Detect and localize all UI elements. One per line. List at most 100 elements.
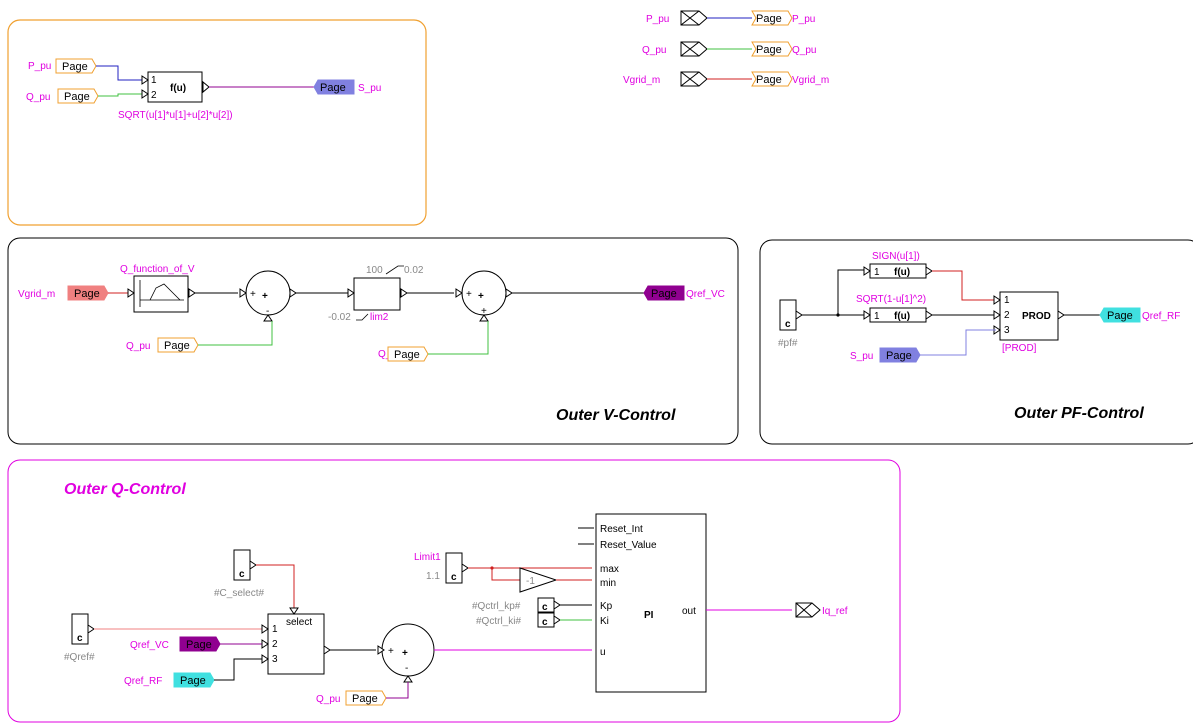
svg-text:Page: Page [164, 340, 190, 352]
q-qrefrf-label: Qref_RF [124, 676, 162, 687]
input-q-pu-label: Q_pu [642, 45, 666, 56]
wire-qpu-sum [386, 682, 409, 699]
svg-text:f(u): f(u) [894, 267, 910, 278]
wire-limit [468, 567, 592, 581]
saturation-block[interactable] [347, 265, 408, 321]
sat-lower-value: -0.02 [328, 312, 351, 323]
v-qpu-label: Q_pu [126, 341, 150, 352]
sqrt-fcn-block[interactable]: 1 f(u) [863, 307, 933, 323]
v-sum1-block[interactable]: + + - [239, 270, 297, 322]
s-fcn-expression: SQRT(u[1]*u[1]+u[2]*u[2]) [118, 110, 233, 121]
c-select-constant[interactable]: c [233, 549, 257, 581]
qref-rf-label: Qref_RF [1142, 311, 1180, 322]
svg-text:+: + [481, 306, 487, 317]
sign-fcn-block[interactable]: 1 f(u) [863, 263, 933, 279]
svg-text:Page: Page [64, 91, 90, 103]
q-function-of-v-block[interactable] [127, 275, 196, 313]
select-block[interactable]: select 1 2 3 [261, 607, 331, 675]
limit-value: 1.1 [426, 571, 440, 582]
q-sum-block[interactable]: + + - [377, 623, 435, 683]
q-pu-tag-label: Q_pu [792, 45, 816, 56]
svg-text:2: 2 [272, 639, 278, 650]
qref-constant[interactable]: c [71, 613, 95, 645]
iq-ref-label: Iq_ref [822, 606, 848, 617]
sqrt-expr: SQRT(1-u[1]^2) [856, 294, 926, 305]
input-vgrid-port[interactable] [680, 71, 708, 87]
svg-text:PROD: PROD [1022, 311, 1051, 322]
svg-text:1: 1 [874, 267, 880, 278]
v-qpu2-goto-tag[interactable]: Page [387, 346, 429, 362]
wire-sign-prod [932, 270, 996, 301]
sat-name: lim2 [370, 312, 389, 323]
prod-block[interactable]: 1 2 3 PROD [993, 291, 1065, 341]
v-vgrid-label: Vgrid_m [18, 289, 55, 300]
svg-text:Page: Page [756, 74, 782, 86]
svg-text:max: max [600, 564, 619, 575]
svg-text:1: 1 [1004, 295, 1010, 306]
svg-text:3: 3 [272, 654, 278, 665]
p-pu-goto-tag[interactable]: Page [55, 58, 97, 74]
sat-upper-value: 100 [366, 265, 383, 276]
svg-text:out: out [682, 606, 696, 617]
v-qpu-goto-tag[interactable]: Page [157, 337, 199, 353]
svg-text:3: 3 [1004, 325, 1010, 336]
q-control-panel [7, 459, 901, 723]
svg-text:f(u): f(u) [894, 311, 910, 322]
input-q-pu-port[interactable] [680, 41, 708, 57]
ki-constant[interactable]: c [537, 612, 561, 628]
q-qrefrf-goto-tag[interactable]: Page [173, 672, 215, 688]
pi-controller-block[interactable]: Reset_Int Reset_Value max min Kp Ki u PI… [595, 513, 707, 693]
limit-constant[interactable]: c [445, 552, 469, 584]
svg-text:select: select [286, 617, 312, 628]
wire-qpu2-sum2 [428, 321, 489, 355]
svg-text:2: 2 [1004, 310, 1010, 321]
svg-text:Reset_Value: Reset_Value [600, 540, 657, 551]
wire-resets [578, 527, 594, 545]
svg-text:u: u [600, 647, 606, 658]
vgrid-from-tag[interactable]: Page [751, 71, 793, 87]
vgrid-tag-label: Vgrid_m [792, 75, 829, 86]
qref-vc-from-tag[interactable]: Page [643, 285, 685, 301]
svg-text:2: 2 [151, 90, 157, 101]
qref-vc-label: Qref_VC [686, 289, 725, 300]
svg-text:Page: Page [651, 288, 677, 300]
wire-qrefrf-select [214, 658, 262, 681]
svg-text:Page: Page [886, 350, 912, 362]
svg-text:Page: Page [186, 639, 212, 651]
svg-text:f(u): f(u) [170, 83, 186, 94]
q-pu-from-tag[interactable]: Page [751, 41, 793, 57]
s-pu-from-tag[interactable]: Page [313, 79, 355, 95]
input-p-pu-port[interactable] [680, 10, 708, 26]
c-select-name: #C_select# [214, 588, 264, 599]
pf-constant-block[interactable]: c [779, 299, 803, 331]
svg-text:Page: Page [62, 61, 88, 73]
q-control-title: Outer Q-Control [64, 481, 186, 498]
q-function-of-v-label: Q_function_of_V [120, 264, 195, 275]
pf-s-pu-goto-tag[interactable]: Page [879, 347, 921, 363]
q-pu-goto-tag[interactable]: Page [57, 88, 99, 104]
svg-text:Page: Page [756, 13, 782, 25]
kp-constant[interactable]: c [537, 597, 561, 613]
sign-expr: SIGN(u[1]) [872, 251, 920, 262]
wire-cselect [256, 564, 295, 608]
s-pu-label: S_pu [358, 83, 381, 94]
v-vgrid-goto-tag[interactable]: Page [67, 285, 109, 301]
q-qrefvc-goto-tag[interactable]: Page [179, 636, 221, 652]
s-fcn-block[interactable]: 1 2 f(u) [141, 71, 210, 103]
iq-ref-output-port[interactable] [795, 602, 821, 618]
wire-spu-prod [920, 329, 996, 356]
v-sum2-block[interactable]: + + + [455, 270, 513, 322]
p-pu-from-tag[interactable]: Page [751, 10, 793, 26]
qref-rf-from-tag[interactable]: Page [1099, 307, 1141, 323]
kp-const-name: #Qctrl_kp# [472, 601, 521, 612]
svg-text:+: + [466, 289, 472, 300]
wire-qpu-sum1 [198, 321, 273, 346]
gain-block[interactable]: -1 [519, 567, 558, 593]
svg-text:min: min [600, 578, 616, 589]
wire-q-pu [98, 93, 145, 97]
svg-text:c: c [542, 617, 548, 628]
svg-text:Page: Page [320, 82, 346, 94]
svg-text:Page: Page [1107, 310, 1133, 322]
q-qpu-goto-tag[interactable]: Page [345, 690, 387, 706]
svg-text:c: c [77, 633, 83, 644]
